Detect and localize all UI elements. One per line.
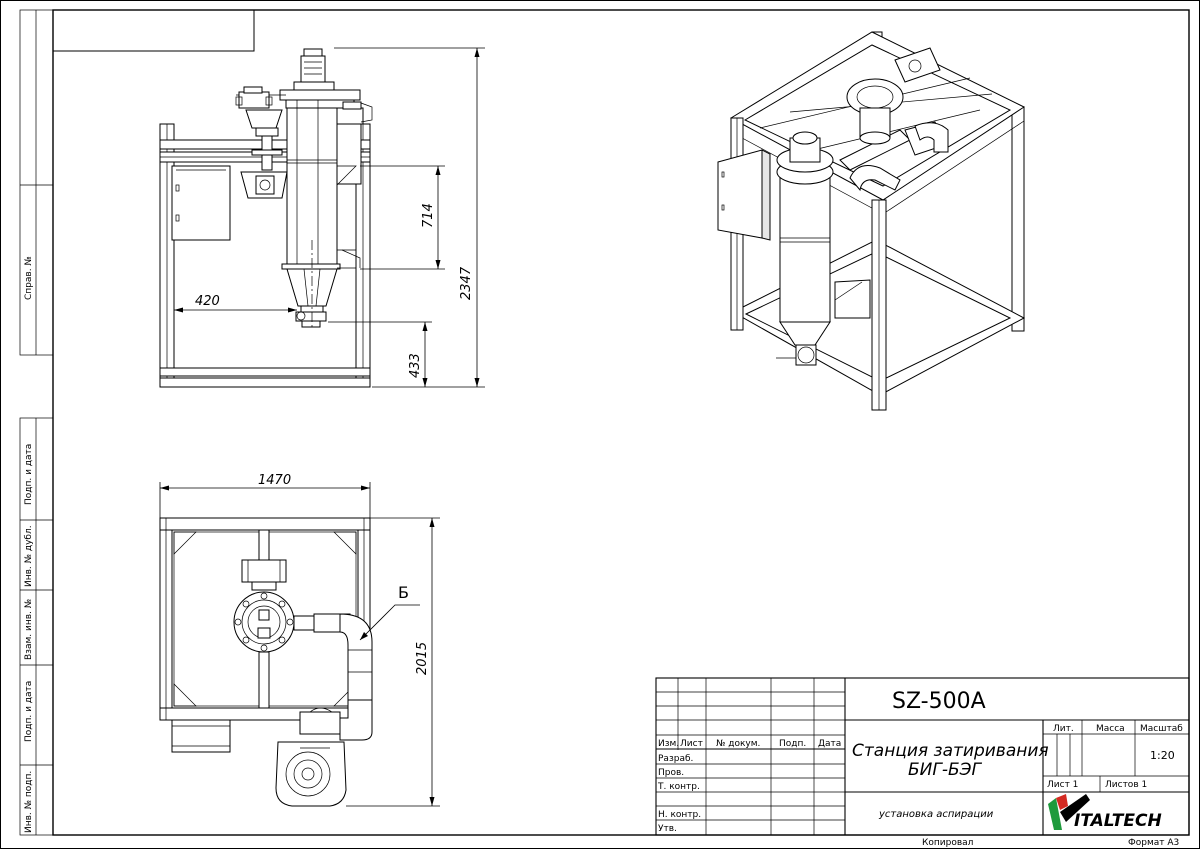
stamp-label-sprav: Справ. №	[24, 256, 34, 300]
col-list: Лист	[680, 739, 703, 749]
format-label: Формат А3	[1128, 838, 1179, 848]
top-left-stamp-box	[52, 9, 255, 52]
sheet-label: Лист 1	[1047, 780, 1078, 790]
dim-433: 433	[408, 353, 423, 378]
copied-label: Копировал	[922, 838, 973, 848]
title-name-line1: Станция затиривания	[852, 741, 1049, 761]
dim-420: 420	[195, 294, 220, 309]
logo-text: ITALTECH	[1074, 811, 1162, 831]
top-view	[159, 517, 373, 807]
title-name-line2: БИГ-БЭГ	[908, 760, 983, 780]
designation: SZ-500A	[892, 689, 986, 714]
dim-2015: 2015	[415, 642, 430, 675]
row-n-kontr: Н. контр.	[658, 810, 701, 820]
stamp-label-inv-podp: Инв. № подп.	[24, 771, 34, 833]
sheets-label: Листов 1	[1105, 780, 1147, 790]
mass-label: Масса	[1096, 724, 1125, 734]
title-subtitle: установка аспирации	[878, 809, 994, 820]
italtech-logo: ITALTECH	[1048, 794, 1162, 831]
col-izm: Изм.	[658, 739, 679, 749]
dim-1470: 1470	[258, 473, 291, 488]
top-view-dimensions: 1470 2015 Б	[159, 473, 440, 807]
dim-714: 714	[421, 203, 436, 228]
stamp-label-podp-1: Подп. и дата	[24, 444, 34, 505]
row-prov: Пров.	[658, 768, 684, 778]
left-side-stamp: Справ. № Подп. и дата Инв. № дубл. Взам.…	[19, 9, 54, 836]
row-t-kontr: Т. контр.	[657, 782, 700, 792]
isometric-view	[717, 31, 1026, 411]
stamp-label-inv-dubl: Инв. № дубл.	[24, 525, 34, 587]
title-block: SZ-500A Станция затиривания БИГ-БЭГ уста…	[655, 677, 1190, 848]
lit-label: Лит.	[1053, 724, 1074, 734]
col-podp: Подп.	[779, 739, 806, 749]
row-utv: Утв.	[658, 824, 677, 834]
stamp-label-vzam: Взам. инв. №	[24, 599, 34, 660]
front-view	[159, 48, 373, 388]
dim-2347: 2347	[459, 266, 474, 300]
scale-value: 1:20	[1150, 749, 1175, 762]
col-data: Дата	[818, 739, 841, 749]
stamp-label-podp-2: Подп. и дата	[24, 681, 34, 742]
col-docum: № докум.	[716, 739, 760, 749]
front-view-dimensions: 2347 714 433 420	[174, 47, 485, 388]
row-razrab: Разраб.	[658, 754, 693, 764]
scale-label: Масштаб	[1140, 724, 1183, 734]
callout-b: Б	[398, 583, 409, 602]
